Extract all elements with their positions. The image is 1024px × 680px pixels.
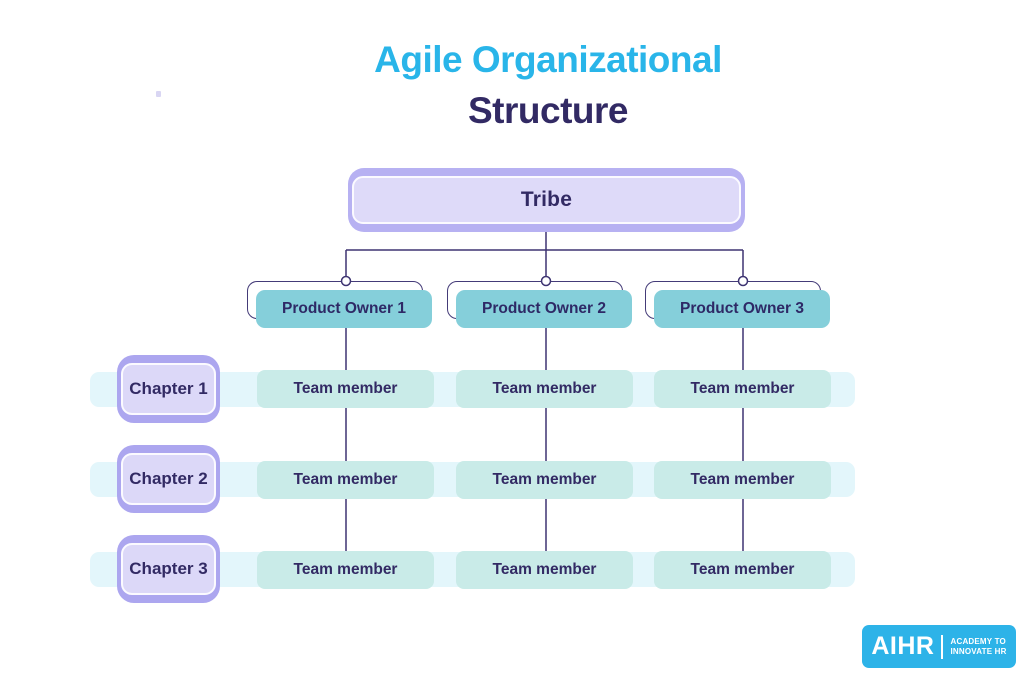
aihr-logo-tagline: ACADEMY TO INNOVATE HR — [950, 637, 1006, 657]
team-member-box-r1c3: Team member — [654, 370, 831, 408]
page-title-line2: Structure — [468, 90, 628, 131]
chapter-box-2: Chapter 2 — [117, 445, 220, 513]
chapter-box-3: Chapter 3 — [117, 535, 220, 603]
aihr-logo-wordmark: AIHR — [871, 632, 935, 660]
team-member-box-r1c1: Team member — [257, 370, 434, 408]
tribe-box: Tribe — [348, 168, 745, 232]
team-member-box-r2c3: Team member — [654, 461, 831, 499]
aihr-logo-tagline-line1: ACADEMY TO — [950, 636, 1006, 646]
product-owner-box-1: Product Owner 1 — [256, 290, 432, 328]
chapter-label-2: Chapter 2 — [121, 453, 216, 505]
page-title-line1: Agile Organizational — [374, 39, 722, 80]
team-member-box-r3c3: Team member — [654, 551, 831, 589]
chapter-label-1: Chapter 1 — [121, 363, 216, 415]
team-member-box-r3c1: Team member — [257, 551, 434, 589]
aihr-logo-tagline-line2: INNOVATE HR — [950, 646, 1007, 656]
stray-mark — [156, 91, 161, 97]
tribe-label: Tribe — [352, 176, 741, 224]
aihr-logo-divider — [941, 634, 944, 659]
aihr-logo: AIHR ACADEMY TO INNOVATE HR — [862, 625, 1016, 668]
team-member-box-r3c2: Team member — [456, 551, 633, 589]
chapter-label-3: Chapter 3 — [121, 543, 216, 595]
team-member-box-r2c2: Team member — [456, 461, 633, 499]
page-title: Agile Organizational Structure — [72, 34, 1024, 136]
product-owner-box-2: Product Owner 2 — [456, 290, 632, 328]
chapter-box-1: Chapter 1 — [117, 355, 220, 423]
product-owner-box-3: Product Owner 3 — [654, 290, 830, 328]
team-member-box-r1c2: Team member — [456, 370, 633, 408]
team-member-box-r2c1: Team member — [257, 461, 434, 499]
